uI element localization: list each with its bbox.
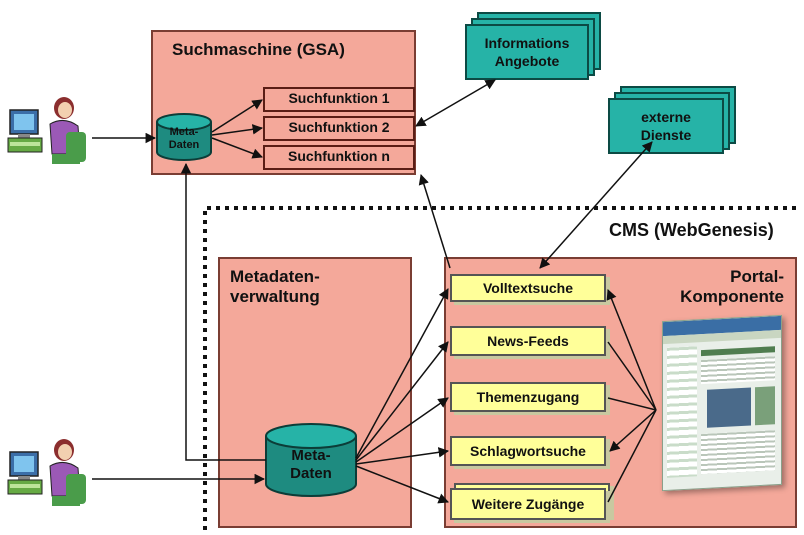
search-function-n: Suchfunktion n [263,145,415,170]
external-services-line2: Dienste [640,127,692,143]
information-offers-line1: Informations [484,35,570,51]
portal-component-title-line1: Portal- [730,267,784,286]
portal-item-more-access: Weitere Zugänge [450,488,606,520]
portal-item-news-feeds: News-Feeds [450,326,606,356]
portal-item-topic-access: Themenzugang [450,382,606,412]
user-at-computer-icon [7,439,86,506]
metadata-db-label: Meta- Daten [270,447,352,483]
search-function-2: Suchfunktion 2 [263,116,415,141]
portal-item-keyword-search: Schlagwortsuche [450,436,606,466]
external-services-box: externe Dienste [608,98,724,154]
metadata-management-title: Metadaten- verwaltung [230,267,320,307]
portal-component-title-line2: Komponente [680,287,784,306]
portal-item-fulltext-search: Volltextsuche [450,274,606,302]
search-engine-title: Suchmaschine (GSA) [172,40,345,59]
metadata-management-title-line2: verwaltung [230,287,320,306]
search-metadata-cylinder-icon [156,113,212,161]
information-offers-box: Informations Angebote [465,24,589,80]
metadata-db-line2: Daten [290,465,332,482]
metadata-db-cylinder-icon [265,423,357,497]
external-services-line1: externe [641,109,691,125]
information-offers-line2: Angebote [494,53,560,69]
user-at-computer-icon [7,97,86,164]
search-metadata-line1: Meta- [169,126,199,138]
search-function-1: Suchfunktion 1 [263,87,415,112]
search-metadata-line2: Daten [168,139,200,151]
portal-component-title: Portal- Komponente [680,267,784,307]
metadata-db-line1: Meta- [291,447,331,464]
metadata-management-title-line1: Metadaten- [230,267,320,286]
search-metadata-label: Meta- Daten [160,126,208,152]
